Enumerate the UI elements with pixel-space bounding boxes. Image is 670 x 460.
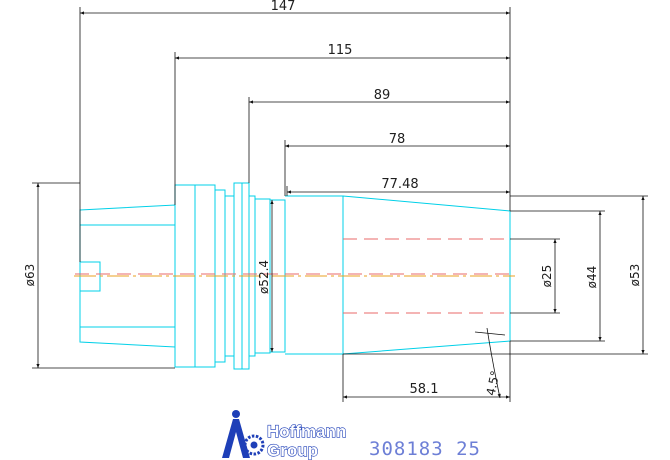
dim-77-48-label: 77.48	[381, 177, 418, 192]
logo-line-1: Hoffmann	[267, 422, 346, 441]
logo-line-2: Group	[267, 441, 318, 460]
angle-4-5-label: 4.5°	[484, 369, 503, 396]
dimension-labels: 147 115 89 78 77.48 58.1 ø63 ø52.4 ø25 ø…	[23, 0, 642, 397]
dim-89-label: 89	[374, 88, 391, 103]
part-number: 308183 25	[369, 438, 481, 460]
dim-58-1-label: 58.1	[410, 382, 439, 397]
hoffmann-group-logo: Hoffmann Group	[222, 410, 347, 460]
dia-25-label: ø25	[540, 265, 554, 288]
dia-63-label: ø63	[23, 264, 37, 287]
dim-115-label: 115	[328, 43, 353, 58]
dia-53-label: ø53	[628, 264, 642, 287]
dimension-lines	[32, 7, 648, 402]
dim-147-label: 147	[271, 0, 296, 14]
logo-mark-icon	[222, 410, 265, 458]
dia-44-label: ø44	[585, 266, 599, 289]
dim-78-label: 78	[389, 132, 406, 147]
dia-52-4-label: ø52.4	[257, 260, 271, 294]
hidden-lines	[75, 238, 510, 314]
